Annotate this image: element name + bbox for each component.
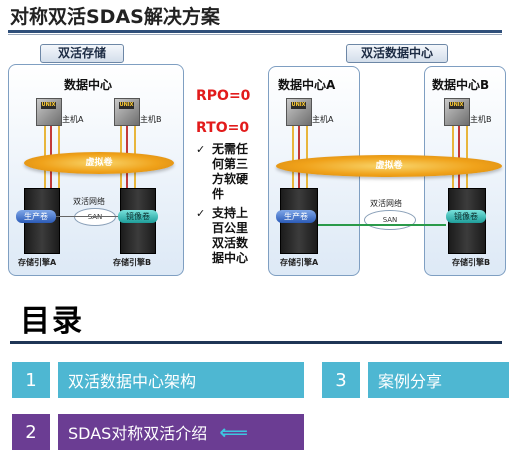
datacenter-a-title: 数据中心A: [278, 78, 336, 92]
feature-long-distance: 支持上 百公里 双活数 据中心: [212, 206, 249, 265]
host-a-server-icon: UNIX: [286, 98, 312, 126]
toc-divider: [10, 341, 502, 344]
storage-engine-a-label: 存储引擎A: [280, 258, 319, 267]
title-divider: [8, 30, 502, 33]
toc-item-number: 2: [12, 414, 50, 450]
storage-engine-b-label: 存储引擎B: [113, 258, 152, 267]
host-a-server-icon: UNIX: [36, 98, 62, 126]
storage-engine-b-label: 存储引擎B: [452, 258, 491, 267]
host-b-server-icon: UNIX: [114, 98, 140, 126]
mirror-volume: 镜像卷: [446, 210, 486, 223]
toc-item-label: 案例分享: [368, 362, 509, 398]
virtual-volume: 虚拟卷: [24, 152, 174, 174]
active-datacenter-label: 双活数据中心: [346, 44, 448, 63]
toc-item-label: 双活数据中心架构: [58, 362, 304, 398]
rto-value: RTO=0: [196, 120, 250, 136]
check-icon: ✓: [196, 207, 206, 220]
production-volume: 生产卷: [276, 210, 316, 223]
san-link-line: [56, 216, 118, 217]
host-b-label: 主机B: [470, 115, 492, 124]
virtual-volume: 虚拟卷: [276, 155, 502, 177]
feature-no-third-party: 无需任 何第三 方软硬 件: [212, 142, 249, 201]
toc-item-1[interactable]: 1 双活数据中心架构: [12, 362, 304, 398]
check-icon: ✓: [196, 143, 206, 156]
active-network-label: 双活网络: [370, 199, 402, 208]
toc-item-number: 1: [12, 362, 50, 398]
production-volume: 生产卷: [16, 210, 56, 223]
datacenter-b-title: 数据中心B: [432, 78, 490, 92]
datacenter-title: 数据中心: [64, 78, 113, 92]
toc-item-2[interactable]: 2 SDAS对称双活介绍 ⟸: [12, 414, 304, 450]
host-a-label: 主机A: [62, 115, 84, 124]
toc-item-3[interactable]: 3 案例分享: [322, 362, 509, 398]
host-b-label: 主机B: [140, 115, 162, 124]
title-divider-thin: [8, 34, 502, 35]
host-a-label: 主机A: [312, 115, 334, 124]
mirror-volume: 镜像卷: [118, 210, 158, 223]
slide-title: 对称双活SDAS解决方案: [10, 6, 220, 28]
active-storage-label: 双活存储: [40, 44, 124, 63]
rpo-value: RPO=0: [196, 88, 251, 104]
current-section-arrow-icon: ⟸: [219, 420, 248, 444]
toc-item-label: SDAS对称双活介绍 ⟸: [58, 414, 304, 450]
active-network-label: 双活网络: [73, 197, 105, 206]
toc-heading: 目录: [20, 304, 84, 339]
san-link-arrow: [318, 224, 446, 226]
link-line: [292, 126, 294, 192]
san-cloud-icon: SAN: [74, 208, 116, 226]
host-b-server-icon: UNIX: [444, 98, 470, 126]
san-cloud-icon: SAN: [364, 210, 416, 230]
toc-item-number: 3: [322, 362, 360, 398]
storage-engine-a-label: 存储引擎A: [18, 258, 57, 267]
